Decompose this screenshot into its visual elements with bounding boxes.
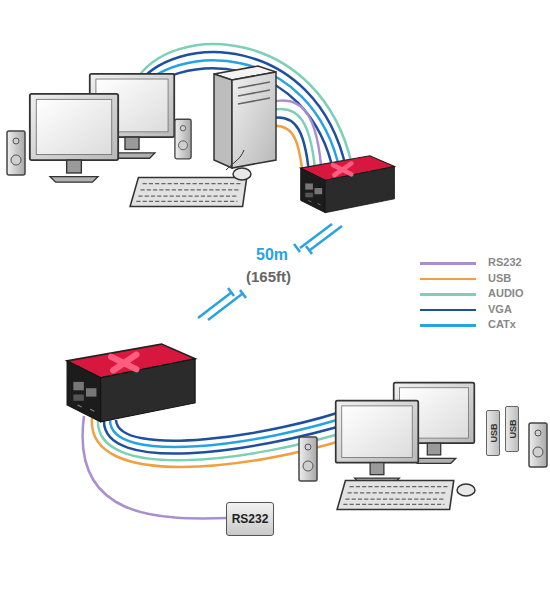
keyboard: [337, 480, 454, 509]
legend-text: USB: [488, 272, 511, 284]
distance-label: (165ft): [246, 268, 291, 285]
node-text: USB: [507, 419, 517, 438]
speaker: [529, 423, 547, 467]
distance-label: 50m: [256, 246, 288, 264]
rs232-device: RS232: [226, 502, 274, 536]
legend-swatch: [420, 262, 476, 265]
speaker: [7, 131, 25, 175]
node-text: RS232: [232, 512, 269, 526]
mouse: [233, 168, 251, 180]
speaker: [175, 119, 191, 159]
monitor: [336, 401, 419, 484]
cable-break: [228, 288, 246, 298]
transmitter-unit: [301, 156, 395, 213]
legend-text: VGA: [488, 303, 512, 315]
legend-swatch: [420, 309, 476, 312]
cable-break: [294, 244, 312, 254]
speaker: [299, 437, 317, 481]
catx-cable: [310, 226, 342, 250]
receiver-unit: [67, 344, 195, 422]
bottom-cables: [83, 406, 358, 518]
legend-text: RS232: [488, 256, 522, 268]
catx-cable: [208, 294, 242, 320]
mouse: [457, 484, 475, 496]
node-text: USB: [488, 423, 498, 442]
legend-text: CATx: [488, 318, 516, 330]
mouse-cable: [226, 150, 244, 170]
usb-speaker: USB: [486, 410, 500, 456]
usb-speaker: USB: [505, 406, 519, 452]
catx-link: [198, 224, 342, 320]
tower-pc: [214, 66, 276, 168]
legend-swatch: [420, 278, 476, 281]
legend-swatch: [420, 293, 476, 296]
keyboard: [130, 177, 247, 206]
usb-cable: [272, 126, 304, 187]
monitor: [30, 94, 118, 182]
legend-swatch: [420, 324, 476, 327]
legend-text: AUDIO: [488, 287, 523, 299]
